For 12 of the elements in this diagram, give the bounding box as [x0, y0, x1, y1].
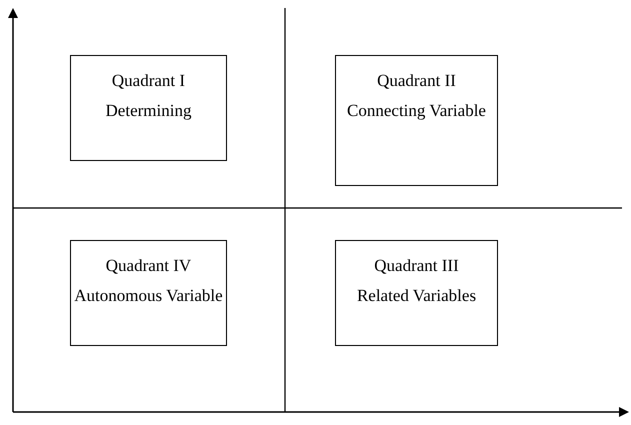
quadrant-description: Determining	[106, 100, 192, 122]
quadrant-description: Autonomous Variable	[74, 285, 223, 307]
quadrant-description: Related Variables	[356, 285, 476, 307]
quadrant-heading: Quadrant I	[112, 70, 186, 92]
quadrant-box	[335, 55, 498, 186]
quadrant-heading: Quadrant IV	[106, 255, 192, 277]
quadrant-heading: Quadrant III	[374, 255, 459, 277]
quadrant-heading: Quadrant II	[377, 70, 456, 92]
quadrant-box	[70, 55, 227, 161]
quadrant-description: Connecting Variable	[347, 100, 486, 122]
quadrant-box	[70, 240, 227, 346]
quadrant-box	[335, 240, 498, 346]
